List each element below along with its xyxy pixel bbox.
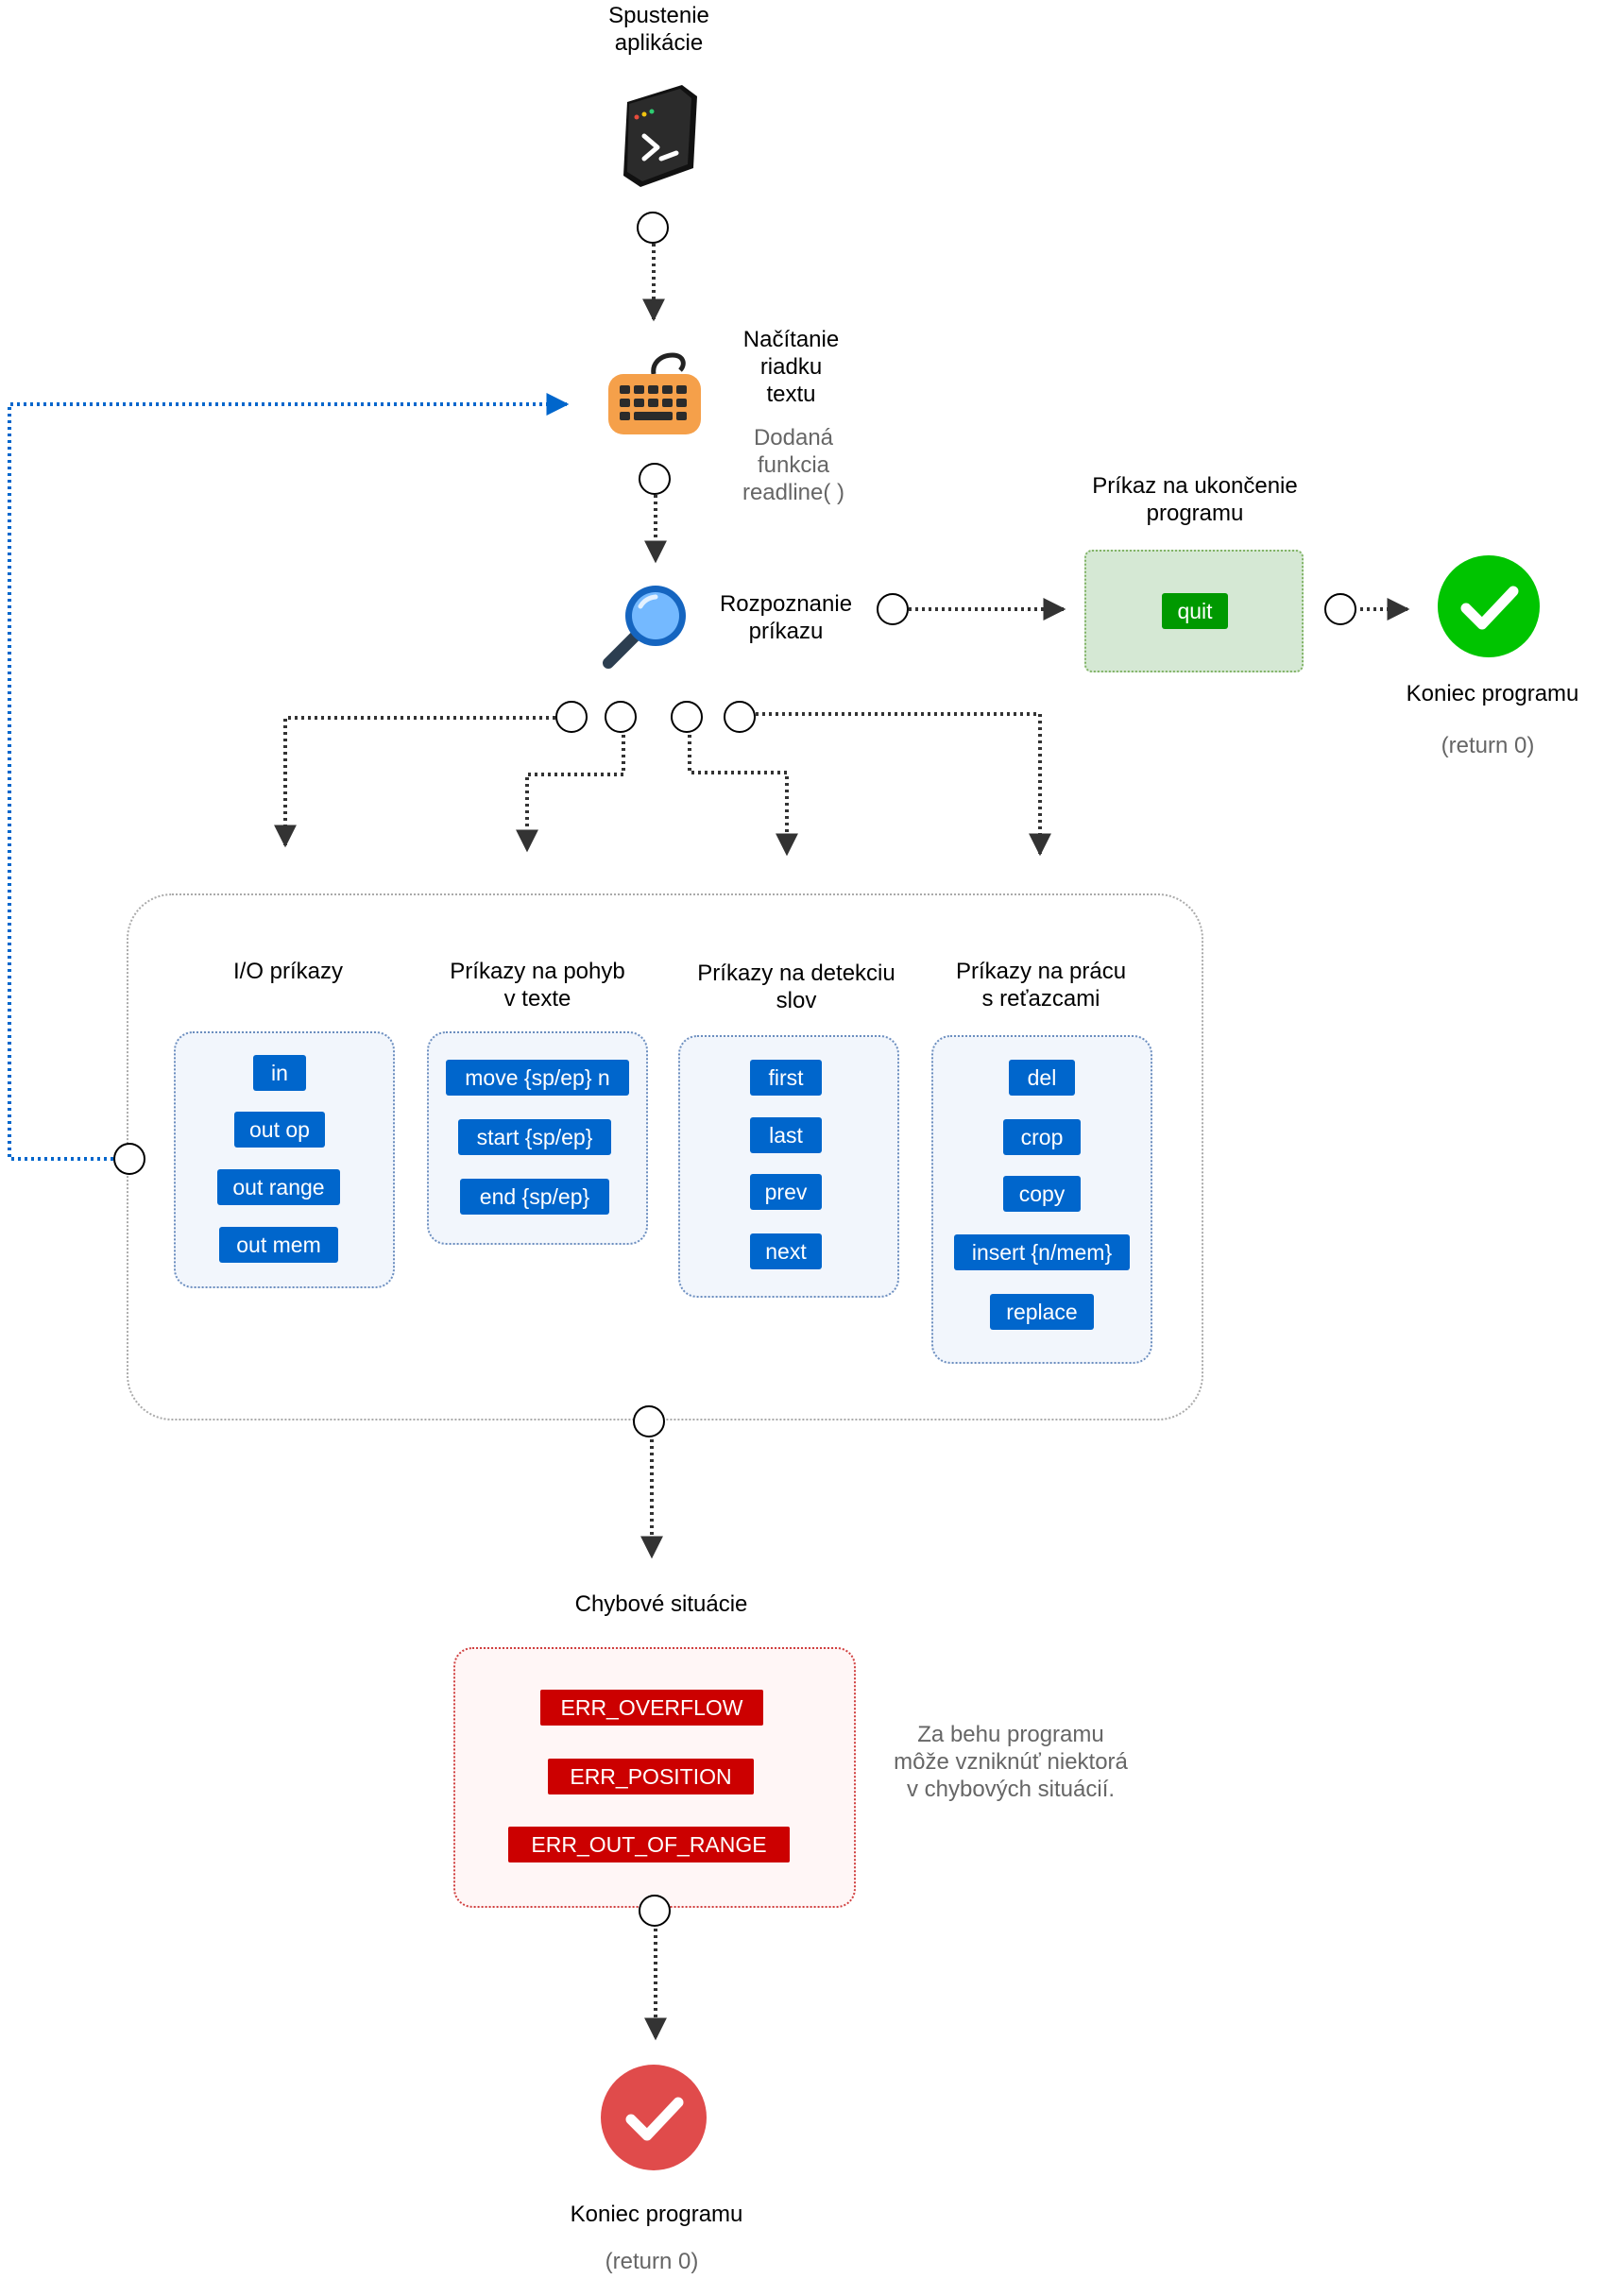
recognize-port-strings[interactable] — [724, 701, 756, 733]
quit-port[interactable] — [1324, 593, 1356, 625]
cmd-out-mem[interactable]: out mem — [219, 1227, 338, 1263]
end-err-label: Koniec programu — [570, 2202, 743, 2227]
err-overflow: ERR_OVERFLOW — [540, 1690, 763, 1726]
arrow-loop-back — [8, 393, 570, 1161]
recognize-port-move[interactable] — [605, 701, 637, 733]
io-title: I/O príkazy — [232, 959, 344, 984]
start-port[interactable] — [637, 212, 669, 244]
end-ok-sub: (return 0) — [1441, 733, 1535, 758]
read-port[interactable] — [639, 463, 671, 495]
quit-command[interactable]: quit — [1162, 593, 1228, 629]
cmd-next[interactable]: next — [750, 1233, 822, 1269]
arrow-to-strings — [756, 712, 1051, 857]
cmd-del[interactable]: del — [1009, 1060, 1075, 1096]
read-label: Načítanie riadku textu — [742, 327, 840, 407]
errors-title: Chybové situácie — [574, 1591, 748, 1617]
check-ok-icon — [1438, 555, 1540, 657]
read-note: Dodaná funkcia readline( ) — [742, 425, 845, 505]
errors-note: Za behu programu môže vzniknúť niektorá … — [894, 1722, 1128, 1802]
arrow-to-move — [516, 735, 625, 853]
words-title: Príkazy na detekciu slov — [697, 961, 895, 1013]
keyboard-icon — [605, 346, 705, 438]
recognize-label: Rozpoznanie príkazu — [719, 591, 853, 644]
recognize-port-right[interactable] — [877, 593, 909, 625]
end-ok-label: Koniec programu — [1406, 681, 1579, 706]
strings-title: Príkazy na prácu s reťazcami — [955, 959, 1127, 1012]
cmd-out-op[interactable]: out op — [234, 1112, 325, 1148]
cmd-insert[interactable]: insert {n/mem} — [954, 1234, 1130, 1270]
end-err-sub: (return 0) — [605, 2249, 699, 2274]
cmd-copy[interactable]: copy — [1003, 1176, 1081, 1212]
recognize-port-words[interactable] — [671, 701, 703, 733]
cmd-start[interactable]: start {sp/ep} — [458, 1119, 611, 1155]
quit-title: Príkaz na ukončenie programu — [1092, 473, 1298, 526]
cmd-last[interactable]: last — [750, 1117, 822, 1153]
cmd-first[interactable]: first — [750, 1060, 822, 1096]
arrow-to-io — [274, 716, 555, 848]
recognize-port-io[interactable] — [555, 701, 588, 733]
check-error-icon — [601, 2065, 707, 2170]
start-label: Spustenie aplikácie — [608, 3, 709, 56]
terminal-icon — [616, 81, 701, 191]
errors-port[interactable] — [639, 1895, 671, 1927]
cmd-in[interactable]: in — [253, 1055, 306, 1091]
move-title: Príkazy na pohyb v texte — [450, 959, 625, 1012]
cmd-crop[interactable]: crop — [1003, 1119, 1081, 1155]
commands-port-left[interactable] — [113, 1143, 145, 1175]
cmd-replace[interactable]: replace — [990, 1294, 1094, 1330]
cmd-move[interactable]: move {sp/ep} n — [446, 1060, 629, 1096]
arrow-to-words — [688, 735, 798, 857]
commands-port-bottom[interactable] — [633, 1405, 665, 1437]
cmd-end[interactable]: end {sp/ep} — [460, 1179, 609, 1215]
cmd-prev[interactable]: prev — [750, 1174, 822, 1210]
cmd-out-range[interactable]: out range — [217, 1169, 340, 1205]
err-out-of-range: ERR_OUT_OF_RANGE — [508, 1827, 790, 1862]
magnifier-icon — [601, 580, 695, 671]
err-position: ERR_POSITION — [548, 1759, 754, 1794]
